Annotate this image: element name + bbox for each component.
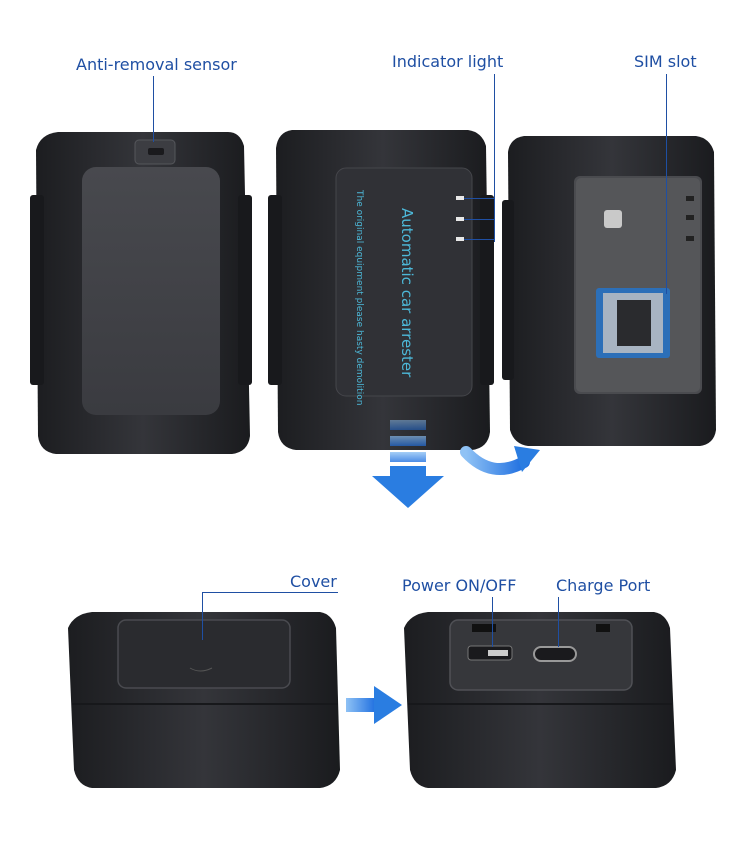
device-front-view (268, 130, 494, 450)
cover-leader-h (202, 592, 338, 593)
device-back-view (30, 132, 252, 454)
device-open-view (502, 136, 716, 446)
indicator-light-label: Indicator light (392, 52, 504, 71)
charge-leader (558, 597, 559, 647)
indicator-leader-1 (464, 198, 494, 199)
power-leader (492, 597, 493, 647)
down-arrow (372, 420, 444, 508)
power-switch-label: Power ON/OFF (402, 576, 517, 595)
charge-port-label: Charge Port (556, 576, 651, 595)
indicator-leader-3 (464, 239, 494, 240)
curved-arrow (460, 446, 540, 475)
device-bottom-closed (68, 612, 340, 788)
anti-removal-leader (153, 76, 154, 142)
cover-leader-v (202, 592, 203, 640)
indicator-leader-2 (464, 219, 494, 220)
cover-label: Cover (290, 572, 337, 591)
device-print-main: Automatic car arrester (398, 208, 416, 378)
device-print-sub: The original equipment please hasty demo… (354, 190, 364, 406)
sim-slot-label: SIM slot (634, 52, 697, 71)
device-bottom-open (404, 612, 676, 788)
anti-removal-sensor-label: Anti-removal sensor (76, 55, 237, 74)
right-arrow (346, 686, 402, 724)
sim-leader (666, 74, 667, 294)
indicator-leader-vertical (494, 74, 495, 242)
